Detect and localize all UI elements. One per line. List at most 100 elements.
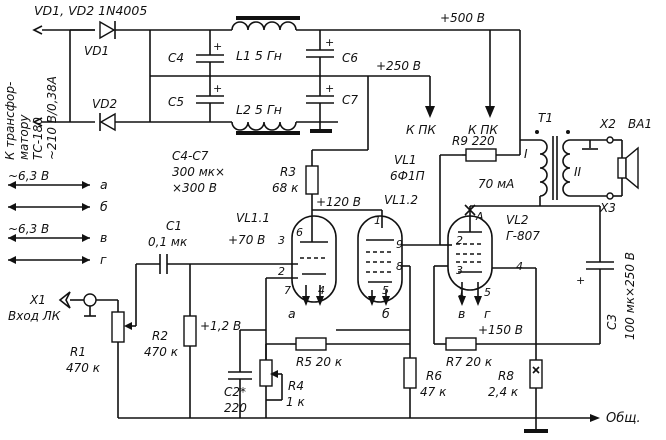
letter-a-label: а xyxy=(100,177,108,192)
r1-label: R1 xyxy=(70,345,86,359)
vl1-pin-2: 2 xyxy=(278,265,285,278)
vl1-pin-1: 1 xyxy=(374,214,381,227)
vl1-pin-5: 5 xyxy=(382,284,389,297)
resistor-r5 xyxy=(290,337,410,351)
heater-b-label: б xyxy=(382,306,390,321)
resistor-r4 xyxy=(259,344,283,418)
filament-2-label: ~6,3 В xyxy=(8,222,49,236)
resistor-r8 xyxy=(529,359,543,418)
vl2-pin-3: 3 xyxy=(456,264,463,277)
svg-text:+: + xyxy=(325,82,334,95)
common-label: Общ. xyxy=(606,411,641,426)
diodes-title: VD1, VD2 1N4005 xyxy=(34,3,147,18)
vd2-label: VD2 xyxy=(92,97,117,111)
vl1-2-label: VL1.2 xyxy=(384,193,418,207)
power-supply: + + + xyxy=(32,16,521,150)
capacitor-c5: + xyxy=(196,76,224,122)
letter-v-label: в xyxy=(100,230,107,245)
caps-note-1: C4-C7 xyxy=(172,149,209,163)
r4-label: R4 xyxy=(288,379,304,393)
vl1-1-label: VL1.1 xyxy=(236,211,270,225)
output-stage: + xyxy=(403,140,614,418)
filament-1-label: ~6,3 В xyxy=(8,169,49,183)
transformer-line-3: ТС-180 xyxy=(31,117,45,160)
r2-value: 470 к xyxy=(144,345,179,359)
preamp-stage xyxy=(190,149,462,360)
ma70-label: 70 мА xyxy=(478,177,514,191)
common-ground xyxy=(118,414,600,433)
input-network xyxy=(58,254,410,418)
vl2-pin-1: 1 xyxy=(458,286,465,299)
vl1-pin-9: 9 xyxy=(396,238,403,251)
caps-note-3: ×300 В xyxy=(172,181,217,195)
v1-2-label: +1,2 В xyxy=(200,319,241,333)
r9-label: R9 220 xyxy=(452,134,495,148)
to-pk-2-label: К ПК xyxy=(468,123,498,137)
c2-label: C2* xyxy=(224,385,246,399)
vd1-label: VD1 xyxy=(84,44,109,58)
caps-note-2: 300 мк× xyxy=(172,165,225,179)
c1-label: C1 xyxy=(166,219,182,233)
capacitor-c7: + xyxy=(306,76,334,122)
heater-g-label: г xyxy=(484,306,491,321)
output-transformer xyxy=(470,130,639,207)
capacitor-c3: + xyxy=(576,206,614,344)
x1-label: X1 xyxy=(29,293,46,307)
transformer-line-2: матору xyxy=(17,114,31,160)
r5-label: R5 20 к xyxy=(296,355,343,369)
vl1-pin-8: 8 xyxy=(396,260,403,273)
v500-label: +500 В xyxy=(440,11,485,25)
x2-label: X2 xyxy=(599,117,616,131)
heater-v-label: в xyxy=(458,306,465,321)
r3-value: 68 к xyxy=(272,181,299,195)
capacitor-c4: + xyxy=(196,30,224,76)
l1-label: L1 5 Гн xyxy=(236,48,282,63)
c2-value: 220 xyxy=(224,401,247,415)
filament-leads xyxy=(8,181,90,264)
resistor-r9 xyxy=(462,140,521,162)
c3-label: C3 xyxy=(605,314,619,330)
vl1-pin-7: 7 xyxy=(284,284,291,297)
capacitor-c6: + xyxy=(306,30,334,76)
resistor-r6 xyxy=(403,344,417,418)
letter-g-label: г xyxy=(100,252,107,267)
r7-label: R7 20 к xyxy=(446,355,493,369)
c1-value: 0,1 мк xyxy=(148,235,188,249)
c6-label: C6 xyxy=(342,51,358,65)
v150-label: +150 В xyxy=(478,323,523,337)
t1-label: T1 xyxy=(538,111,553,125)
vl2-pin-5: 5 xyxy=(484,286,491,299)
vl2-pin-2: 2 xyxy=(456,234,463,247)
l2-label: L2 5 Гн xyxy=(236,102,282,117)
svg-text:+: + xyxy=(213,40,222,53)
ba1-label: BA1 xyxy=(628,117,652,131)
winding-2-label: II xyxy=(574,165,582,179)
anode-a-label: А xyxy=(475,210,484,223)
transformer-line-1: К трансфор- xyxy=(3,82,17,160)
svg-text:+: + xyxy=(213,82,222,95)
capacitor-c2 xyxy=(228,330,252,418)
labels: VD1, VD2 1N4005 VD1 VD2 К трансфор- мато… xyxy=(3,3,652,426)
svg-text:+: + xyxy=(576,274,585,287)
diode-vd2 xyxy=(99,112,116,132)
vl1-pin-6: 6 xyxy=(296,226,303,239)
x3-label: X3 xyxy=(599,201,616,215)
v70-label: +70 В xyxy=(228,233,265,247)
resistor-r2 xyxy=(183,264,197,418)
vl1-type: 6Ф1П xyxy=(390,169,425,183)
r4-value: 1 к xyxy=(286,395,305,409)
v120-label: +120 В xyxy=(316,195,361,209)
capacitor-c1 xyxy=(159,254,190,274)
r8-label: R8 xyxy=(498,369,514,383)
diode-vd1 xyxy=(99,20,116,40)
vl2-pin-4: 4 xyxy=(516,260,523,273)
speaker-ba1 xyxy=(617,146,639,190)
vl1-pin-3: 3 xyxy=(278,234,285,247)
v250-label: +250 В xyxy=(376,59,421,73)
r2-label: R2 xyxy=(152,329,168,343)
tube-vl1-1 xyxy=(291,215,337,303)
c4-label: C4 xyxy=(168,51,184,65)
heater-a-label: а xyxy=(288,306,296,321)
potentiometer-r1 xyxy=(111,264,137,418)
